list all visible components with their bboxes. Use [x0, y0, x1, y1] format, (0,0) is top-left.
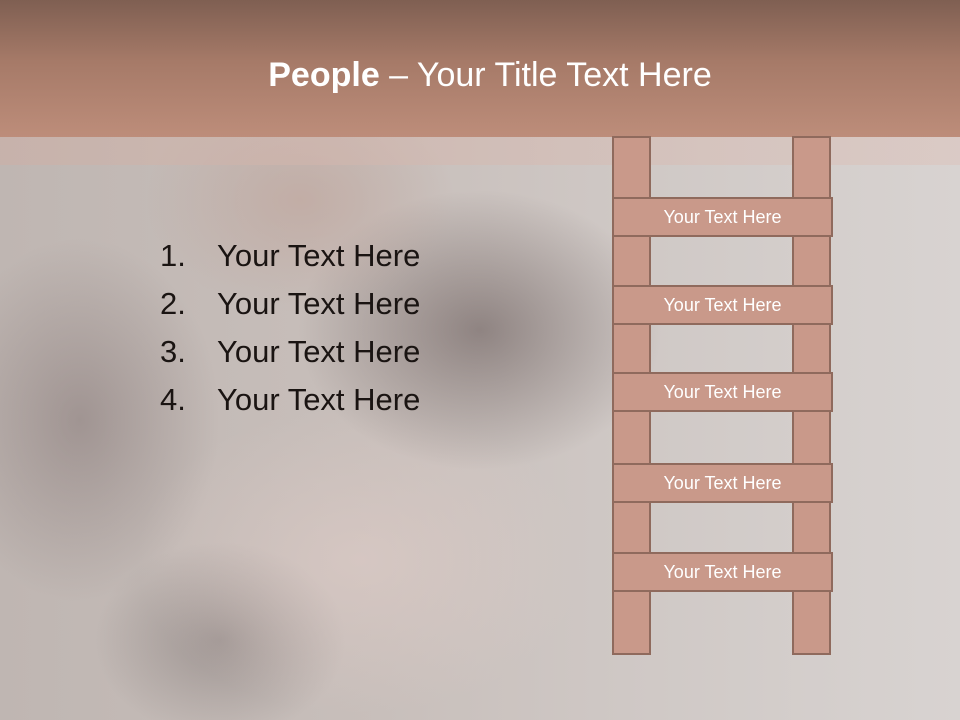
list-item-number: 4. [160, 382, 186, 417]
ladder-rung: Your Text Here [612, 197, 833, 237]
list-item-number: 3. [160, 334, 186, 369]
ladder-rung: Your Text Here [612, 285, 833, 325]
ladder-rung: Your Text Here [612, 372, 833, 412]
ladder-rung: Your Text Here [612, 463, 833, 503]
list-item-text: Your Text Here [217, 238, 421, 273]
slide-title: People – Your Title Text Here [0, 52, 960, 98]
list-item: 2. Your Text Here [160, 280, 420, 328]
ladder-rung: Your Text Here [612, 552, 833, 592]
numbered-list: 1. Your Text Here 2. Your Text Here 3. Your… [160, 232, 420, 424]
slide-title-rest: – Your Title Text Here [379, 56, 712, 94]
list-item-text: Your Text Here [217, 334, 421, 369]
title-bar [0, 0, 960, 137]
list-item-text: Your Text Here [217, 382, 421, 417]
list-item: 1. Your Text Here [160, 232, 420, 280]
list-item-number: 1. [160, 238, 186, 273]
slide-title-bold: People [268, 56, 380, 94]
list-item-number: 2. [160, 286, 186, 321]
list-item: 3. Your Text Here [160, 328, 420, 376]
list-item-text: Your Text Here [217, 286, 421, 321]
list-item: 4. Your Text Here [160, 376, 420, 424]
